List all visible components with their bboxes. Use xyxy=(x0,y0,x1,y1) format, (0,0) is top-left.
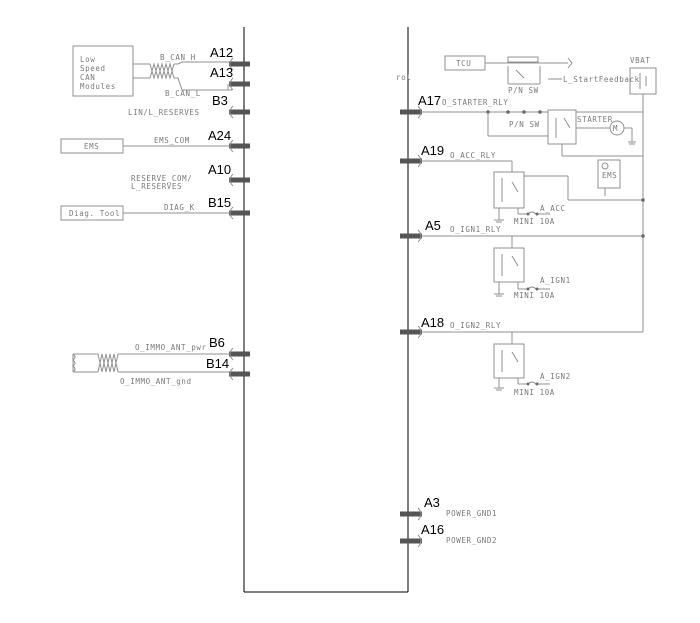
pin-a5[interactable]: A5 O_IGN1_RLY xyxy=(400,218,501,243)
pin-b3[interactable]: B3 LIN/L_RESERVES xyxy=(128,93,250,119)
fuse-a-acc-label: A_ACC xyxy=(540,204,566,213)
can-modules-line-3: CAN xyxy=(80,73,95,82)
pin-a12[interactable]: A12 B_CAN_H xyxy=(160,45,250,71)
fuse-a-ign2-label: A_IGN2 xyxy=(540,372,571,381)
pin-label-a17: A17 xyxy=(418,93,441,108)
diag-tool-label: Diag. Tool xyxy=(69,209,120,218)
pin-b14[interactable]: B14 O_IMMO_ANT_gnd xyxy=(120,356,250,386)
pin-a10[interactable]: A10 RESERVE_COM/ L_RESERVES xyxy=(131,162,250,191)
can-modules-line-1: Low xyxy=(80,55,95,64)
pin-label-a19: A19 xyxy=(421,143,444,158)
pin-label-a24: A24 xyxy=(208,128,231,143)
pin-a24[interactable]: A24 EMS_COM xyxy=(154,128,250,153)
pn-sw-top-label: P/N SW xyxy=(508,86,539,95)
acc-relay: A_ACC MINI 10A xyxy=(493,171,643,226)
pin-b6[interactable]: B6 O_IMMO_ANT_pwr xyxy=(135,335,250,361)
signal-acc-rly: O_ACC_RLY xyxy=(450,151,496,160)
ems-label-left: EMS xyxy=(84,142,99,151)
pin-label-a13: A13 xyxy=(210,65,233,80)
ecu-body xyxy=(243,27,409,593)
signal-ign2-rly: O_IGN2_RLY xyxy=(450,321,501,330)
pin-a18[interactable]: A18 O_IGN2_RLY xyxy=(400,315,501,339)
pin-a17[interactable]: A17 O_STARTER_RLY xyxy=(400,93,509,119)
pin-label-a16: A16 xyxy=(421,522,444,537)
signal-starter-rly: O_STARTER_RLY xyxy=(442,98,509,107)
ecu-side-label: rol xyxy=(396,73,411,82)
fuse-a-ign1-rating: MINI 10A xyxy=(514,291,555,300)
signal-b-can-h: B_CAN_H xyxy=(160,53,196,62)
pn-sw-mid-label: P/N SW xyxy=(509,120,540,129)
signal-power-gnd1: POWER_GND1 xyxy=(446,509,497,518)
starter-relay: STARTER M xyxy=(547,109,643,157)
ems-box-right[interactable]: EMS xyxy=(597,159,621,196)
signal-immo-gnd: O_IMMO_ANT_gnd xyxy=(120,377,192,386)
starter-label: STARTER xyxy=(577,115,613,124)
signal-power-gnd2: POWER_GND2 xyxy=(446,536,497,545)
pin-a19[interactable]: A19 O_ACC_RLY xyxy=(400,143,496,168)
pin-a16[interactable]: A16 POWER_GND2 xyxy=(400,522,497,548)
pin-a13[interactable]: A13 B_CAN_L xyxy=(165,65,250,98)
ign1-relay: A_IGN1 MINI 10A xyxy=(493,247,571,300)
signal-ems-com: EMS_COM xyxy=(154,136,190,145)
fuse-a-ign1-label: A_IGN1 xyxy=(540,276,571,285)
pn-switch-top: P/N SW xyxy=(485,56,573,95)
vbat-label: VBAT xyxy=(630,56,650,65)
diag-tool-box[interactable]: Diag. Tool xyxy=(60,205,124,221)
pin-label-a18: A18 xyxy=(421,315,444,330)
pin-label-a3: A3 xyxy=(424,495,440,510)
ign2-relay: A_IGN2 MINI 10A xyxy=(493,343,571,397)
signal-lin-reserves: LIN/L_RESERVES xyxy=(128,108,200,117)
signal-b-can-l: B_CAN_L xyxy=(165,89,201,98)
tcu-label: TCU xyxy=(456,59,471,68)
pin-label-b3: B3 xyxy=(212,93,228,108)
signal-reserve-com: RESERVE_COM/ L_RESERVES xyxy=(131,174,198,191)
pin-label-a12: A12 xyxy=(210,45,233,60)
signal-reserve-com-line-2: L_RESERVES xyxy=(131,182,182,191)
can-modules-line-4: Modules xyxy=(80,82,116,91)
start-feedback-label: L_StartFeedback xyxy=(563,75,640,84)
pin-label-b14: B14 xyxy=(206,356,229,371)
signal-immo-pwr: O_IMMO_ANT_pwr xyxy=(135,343,207,352)
tcu-box[interactable]: TCU xyxy=(444,55,486,71)
pin-a3[interactable]: A3 POWER_GND1 xyxy=(400,495,497,521)
signal-reserve-com-line-1: RESERVE_COM/ xyxy=(131,174,192,183)
signal-ign1-rly: O_IGN1_RLY xyxy=(450,225,501,234)
pin-label-a10: A10 xyxy=(208,162,231,177)
can-modules-box[interactable]: Low Speed CAN Modules xyxy=(72,45,134,97)
immo-antenna xyxy=(72,353,229,373)
signal-diag-k: DIAG_K xyxy=(164,203,195,212)
can-modules-line-2: Speed xyxy=(80,64,106,73)
fuse-a-ign2-rating: MINI 10A xyxy=(514,388,555,397)
ems-box-left[interactable]: EMS xyxy=(60,138,124,154)
motor-symbol: M xyxy=(613,124,618,133)
pin-label-b6: B6 xyxy=(209,335,225,350)
fuse-a-acc-rating: MINI 10A xyxy=(514,217,555,226)
pin-label-b15: B15 xyxy=(208,195,231,210)
pin-b15[interactable]: B15 DIAG_K xyxy=(164,195,250,220)
pin-label-a5: A5 xyxy=(425,218,441,233)
ems-label-right: EMS xyxy=(602,171,617,180)
